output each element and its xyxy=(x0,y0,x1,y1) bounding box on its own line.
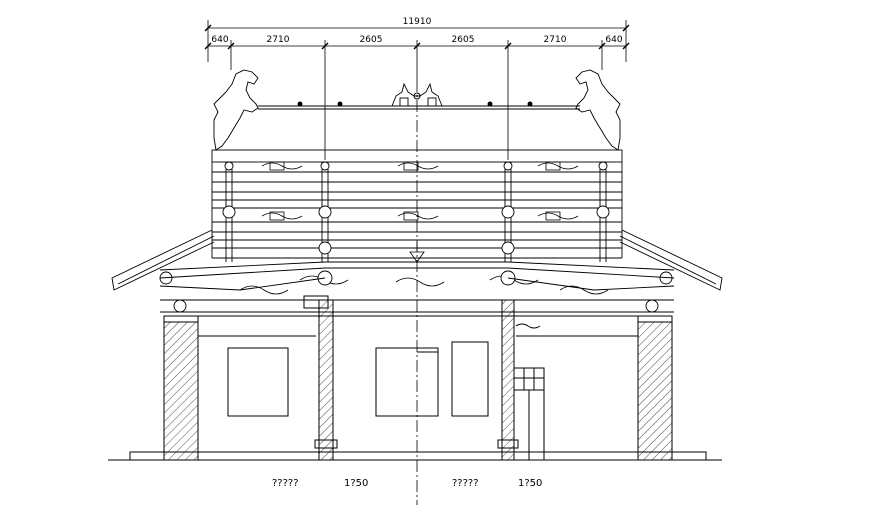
bracket-row-middle xyxy=(261,211,579,221)
columns xyxy=(303,295,519,461)
ridge-center-ornament xyxy=(391,82,443,107)
dimension-labels: 11910 640 2710 2605 2605 2710 640 xyxy=(211,17,622,45)
dimension-lines xyxy=(207,20,627,160)
dim-seg-4: 2605 xyxy=(452,35,475,45)
ground-line xyxy=(108,451,722,461)
hanging-lantern xyxy=(409,242,425,263)
bracket-row-upper xyxy=(261,161,579,171)
dim-seg-3: 2605 xyxy=(360,35,383,45)
window-center-right xyxy=(451,341,489,417)
eave-right xyxy=(619,229,723,291)
caption-right-scale: 1?50 xyxy=(518,478,542,489)
bracket-row-lower xyxy=(239,275,609,295)
dim-total: 11910 xyxy=(403,17,432,27)
eaves xyxy=(111,229,723,313)
caption-right-title: ????? xyxy=(452,478,479,489)
caption-left-scale: 1?50 xyxy=(344,478,368,489)
dim-seg-6: 640 xyxy=(605,35,622,45)
ridge-ornament-right xyxy=(575,69,621,151)
eave-left xyxy=(111,229,215,291)
wall-pier-right xyxy=(637,321,673,461)
window-left xyxy=(227,347,289,417)
dim-seg-1: 640 xyxy=(211,35,228,45)
column-right xyxy=(501,299,515,461)
dim-seg-2: 2710 xyxy=(267,35,290,45)
walls xyxy=(163,315,673,461)
dim-seg-5: 2710 xyxy=(544,35,567,45)
column-left xyxy=(318,299,334,461)
bracket-sets xyxy=(239,161,609,295)
wall-pier-left xyxy=(163,321,199,461)
window-center-left xyxy=(375,347,439,417)
roof-structure xyxy=(211,149,623,262)
ridge xyxy=(213,69,621,151)
dimension-ticks xyxy=(204,24,630,50)
caption-left-title: ????? xyxy=(272,478,299,489)
captions: ????? 1?50 ????? 1?50 xyxy=(272,478,542,489)
ridge-ornament-left xyxy=(213,69,259,151)
